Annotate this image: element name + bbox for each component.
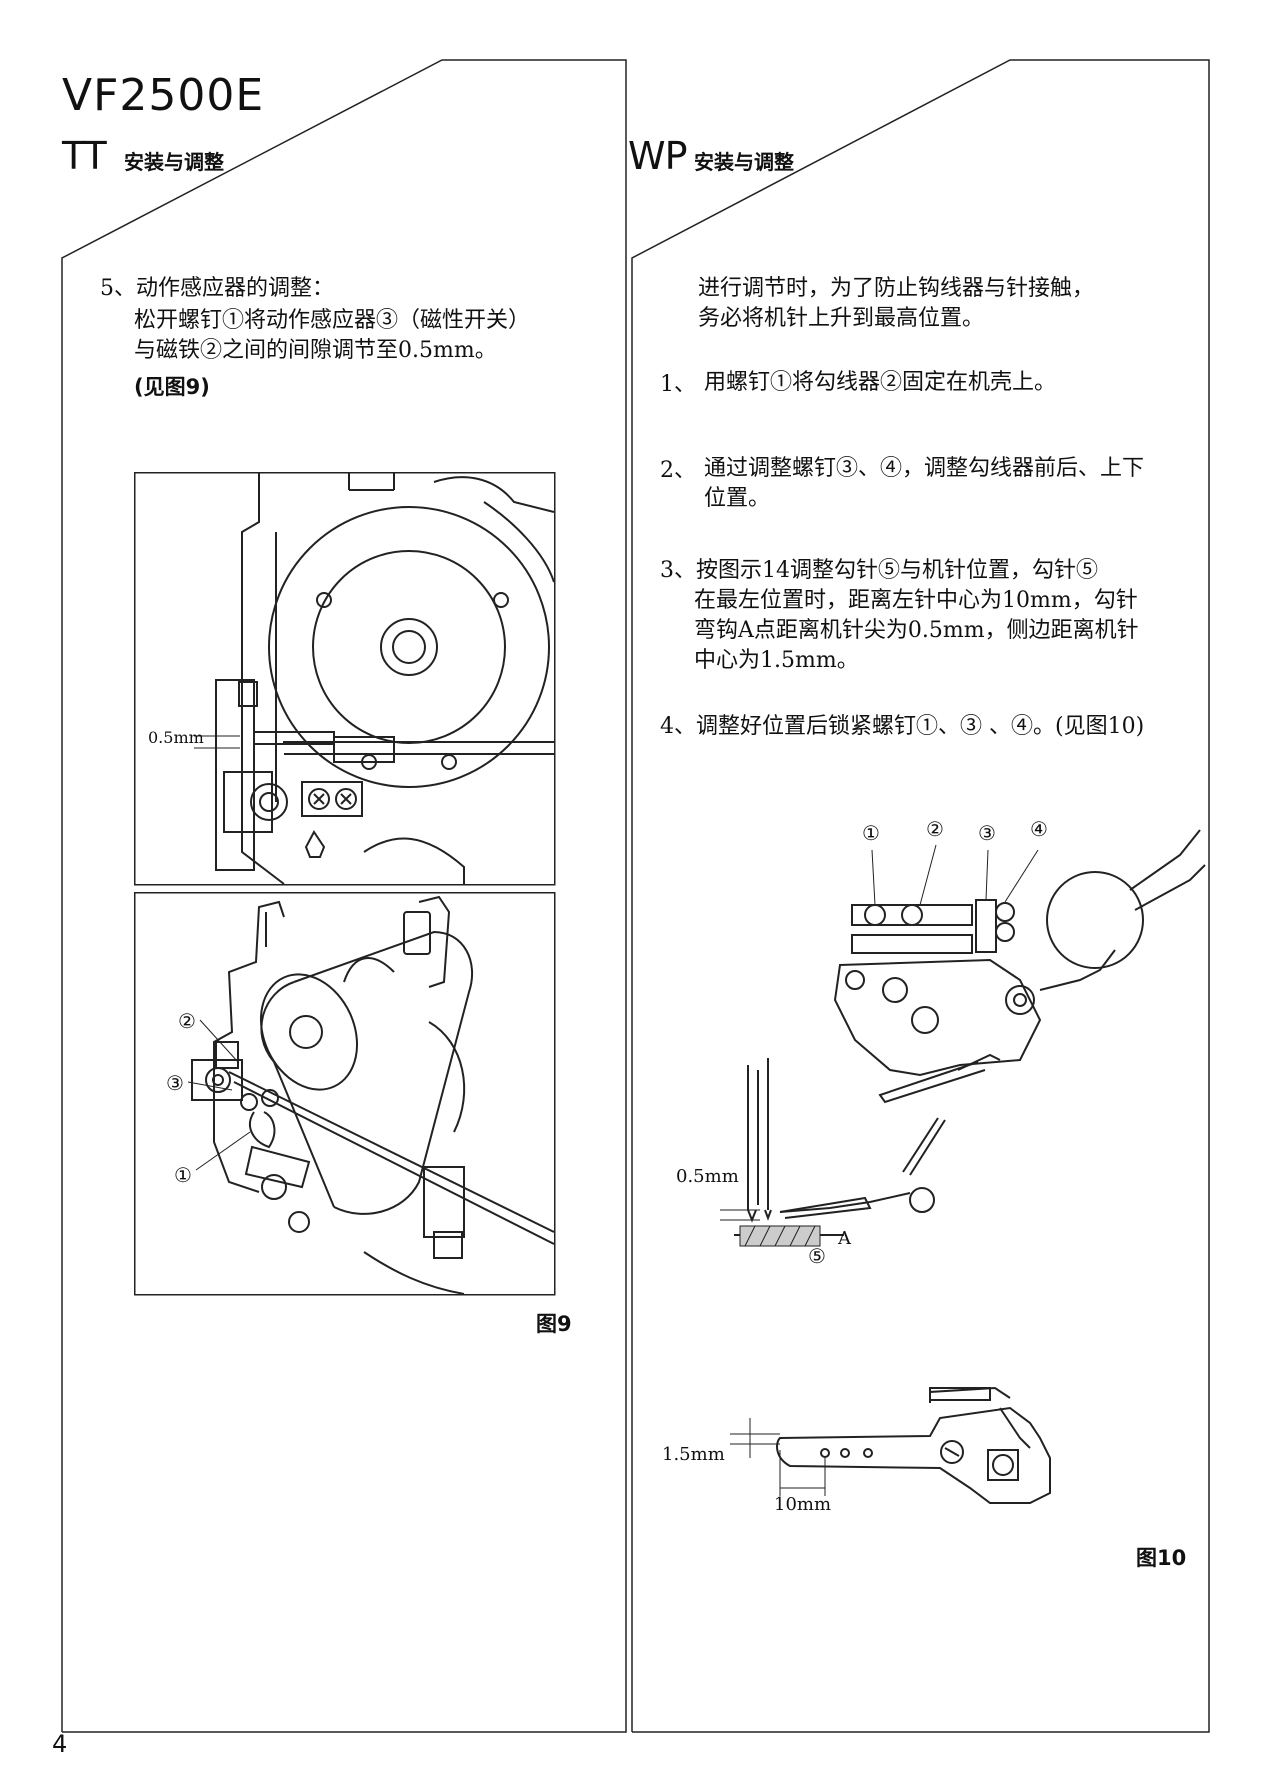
figure9-marker-3: ③ [166, 1071, 184, 1095]
section-subtitle-left: 安装与调整 [124, 150, 224, 174]
figure9-marker-2: ② [178, 1009, 196, 1033]
step5-see-figure: (见图9) [134, 375, 210, 399]
step2-text2: 位置。 [704, 486, 771, 511]
intro-line2: 务必将机针上升到最高位置。 [698, 306, 985, 331]
figure10-marker-5: ⑤ [808, 1244, 826, 1268]
model-title: VF2500E [62, 70, 265, 121]
step2-number: 2、 [660, 458, 696, 483]
step5-title: 5、动作感应器的调整： [100, 276, 334, 301]
figure10-point-a-label: A [838, 1228, 851, 1249]
figure10-marker-1: ① [862, 821, 880, 845]
step5-line2: 与磁铁②之间的间隙调节至0.5mm。 [134, 338, 497, 363]
figure9-caption: 图9 [536, 1312, 572, 1336]
figure9-bottom-motor-photo [134, 892, 556, 1296]
step3-line2: 在最左位置时，距离左针中心为10mm，勾针 [694, 588, 1138, 613]
figure10-center-distance-label: 10mm [774, 1494, 832, 1515]
step4-text: 4、调整好位置后锁紧螺钉①、③ 、④。(见图10) [660, 714, 1145, 739]
figure10-looper-drawing [720, 829, 1206, 1247]
figure10-marker-4: ④ [1030, 817, 1048, 841]
step3-line1: 3、按图示14调整勾针⑤与机针位置，勾针⑤ [660, 558, 1098, 583]
section-code-left: TT [62, 134, 107, 178]
figure10-gap-label: 0.5mm [676, 1166, 739, 1187]
figure10-marker-2: ② [926, 817, 944, 841]
figure10-side-distance-label: 1.5mm [662, 1444, 725, 1465]
step3-line3: 弯钩A点距离机针尖为0.5mm，侧边距离机针 [694, 618, 1139, 643]
figure10-looper-detail [730, 1386, 1051, 1504]
page-number: 4 [52, 1730, 68, 1758]
section-subtitle-right: 安装与调整 [694, 150, 794, 174]
step2-text: 通过调整螺钉③、④，调整勾线器前后、上下 [704, 456, 1145, 481]
figure10-caption: 图10 [1136, 1546, 1187, 1570]
step5-line1: 松开螺钉①将动作感应器③（磁性开关） [134, 308, 531, 333]
figure9-gap-label: 0.5mm [148, 728, 204, 747]
step3-line4: 中心为1.5mm。 [694, 648, 859, 673]
section-code-right: WP [628, 134, 687, 178]
figure9-top-sensor-photo [134, 472, 556, 886]
step1-number: 1、 [660, 372, 696, 397]
step1-text: 用螺钉①将勾线器②固定在机壳上。 [704, 370, 1057, 395]
figure9-marker-1: ① [174, 1163, 192, 1187]
figure10-marker-3: ③ [978, 821, 996, 845]
intro-line1: 进行调节时，为了防止钩线器与针接触， [698, 276, 1095, 301]
